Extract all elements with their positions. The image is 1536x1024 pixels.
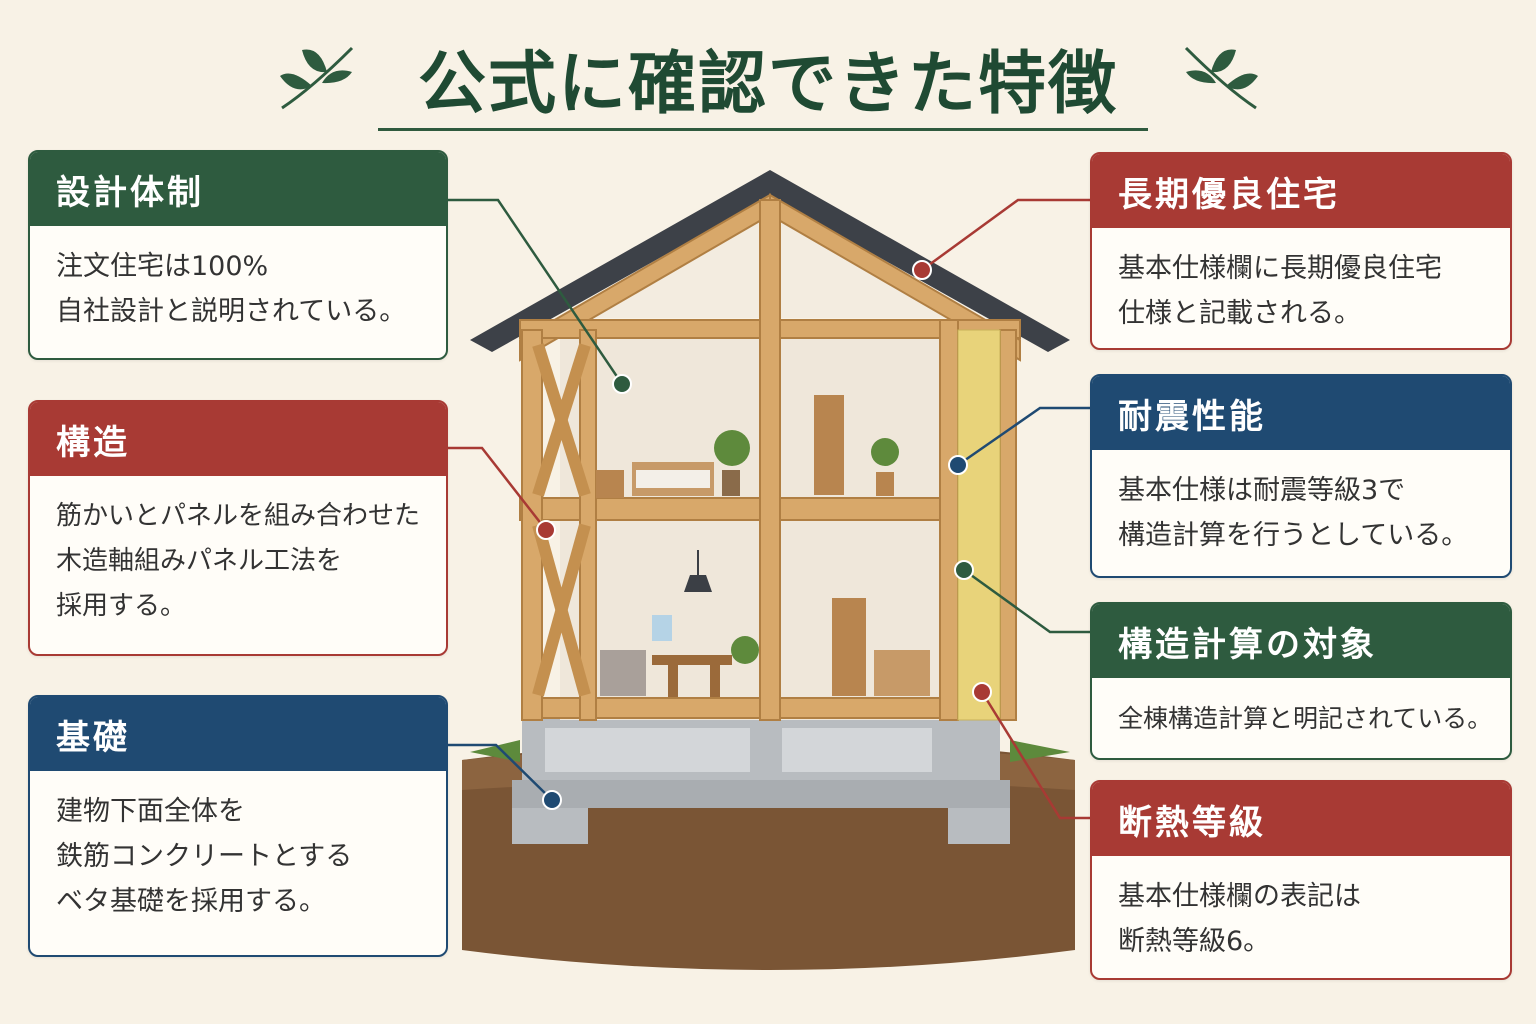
card-structure-line: 採用する。 [56, 591, 187, 621]
card-longterm-heading: 長期優良住宅 [1092, 154, 1510, 228]
card-structure-line: 木造軸組みパネル工法を [56, 546, 343, 576]
card-insulation: 断熱等級 基本仕様欄の表記は 断熱等級6。 [1090, 780, 1512, 980]
card-foundation: 基礎 建物下面全体を 鉄筋コンクリートとする ベタ基礎を採用する。 [28, 695, 448, 957]
card-design-heading: 設計体制 [30, 152, 446, 226]
card-seismic-line: 構造計算を行うとしている。 [1118, 520, 1469, 551]
card-calc: 構造計算の対象 全棟構造計算と明記されている。 [1090, 602, 1512, 760]
card-design-line: 注文住宅は100% [56, 251, 269, 282]
card-longterm-line: 仕様と記載される。 [1118, 298, 1361, 329]
card-seismic-line: 基本仕様は耐震等級3で [1118, 475, 1406, 506]
card-longterm: 長期優良住宅 基本仕様欄に長期優良住宅 仕様と記載される。 [1090, 152, 1512, 350]
leaf-right-icon [1184, 46, 1258, 110]
card-design-line: 自社設計と説明されている。 [56, 296, 407, 327]
title-underline [378, 128, 1148, 131]
card-insulation-line: 基本仕様欄の表記は [1118, 881, 1361, 912]
card-foundation-line: 鉄筋コンクリートとする [56, 841, 353, 872]
card-longterm-line: 基本仕様欄に長期優良住宅 [1118, 253, 1442, 284]
card-calc-line: 全棟構造計算と明記されている。 [1118, 704, 1493, 733]
card-foundation-line: 建物下面全体を [56, 796, 245, 827]
card-design: 設計体制 注文住宅は100% 自社設計と説明されている。 [28, 150, 448, 360]
card-calc-heading: 構造計算の対象 [1092, 604, 1510, 678]
card-insulation-line: 断熱等級6。 [1118, 926, 1271, 957]
card-foundation-heading: 基礎 [30, 697, 446, 771]
card-foundation-line: ベタ基礎を採用する。 [56, 886, 326, 917]
card-seismic-heading: 耐震性能 [1092, 376, 1510, 450]
card-structure-heading: 構造 [30, 402, 446, 476]
card-seismic: 耐震性能 基本仕様は耐震等級3で 構造計算を行うとしている。 [1090, 374, 1512, 578]
card-structure-line: 筋かいとパネルを組み合わせた [56, 501, 421, 531]
leaf-left-icon [280, 46, 354, 110]
card-insulation-heading: 断熱等級 [1092, 782, 1510, 856]
card-structure: 構造 筋かいとパネルを組み合わせた 木造軸組みパネル工法を 採用する。 [28, 400, 448, 656]
page-title: 公式に確認できた特徴 [417, 45, 1118, 124]
